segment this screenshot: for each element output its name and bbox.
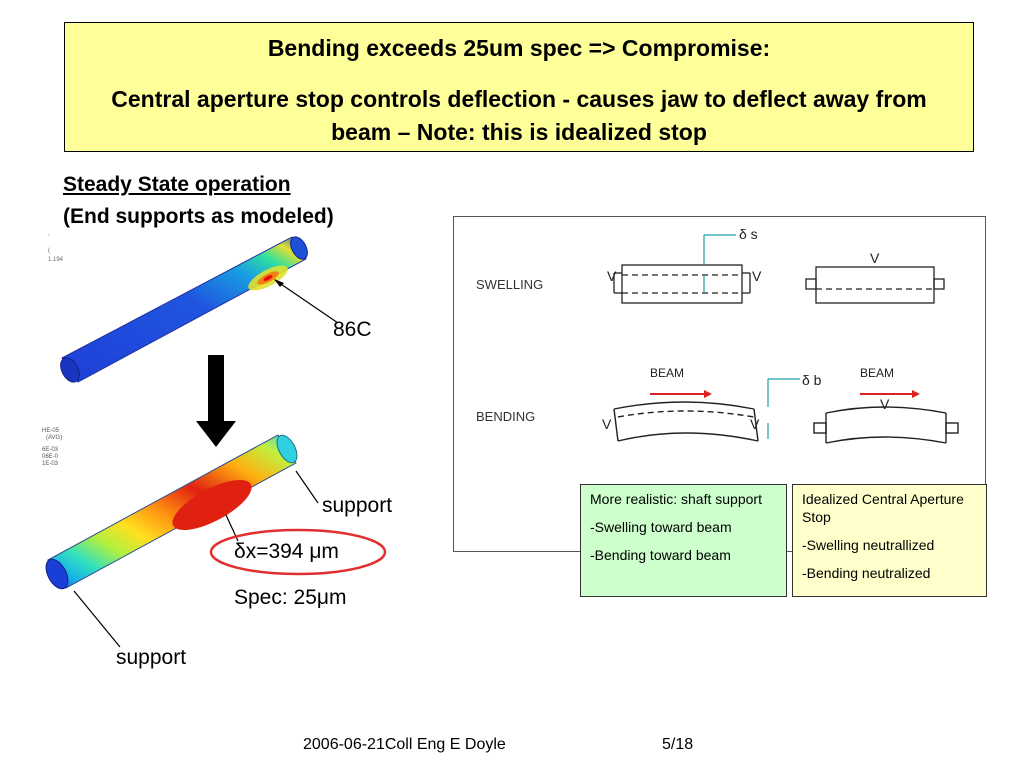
svg-text:,: , bbox=[48, 231, 50, 237]
realistic-support-note: More realistic: shaft support -Swelling … bbox=[580, 484, 787, 597]
footer-page-number: 5/18 bbox=[662, 736, 694, 753]
bending-shaft-right bbox=[813, 406, 959, 444]
swelling-shaft-right bbox=[805, 266, 945, 304]
svg-text:(AVG): (AVG) bbox=[46, 435, 62, 441]
note-right-item-2: -Bending neutralized bbox=[802, 565, 931, 581]
swelling-v-center: V bbox=[870, 250, 880, 266]
beam-label-right: BEAM bbox=[860, 366, 894, 380]
note-left-item-1: -Swelling toward beam bbox=[590, 519, 732, 535]
swelling-shaft-left bbox=[613, 264, 751, 304]
top-temp-pointer bbox=[274, 279, 339, 324]
support-label-bottom: support bbox=[116, 646, 187, 669]
end-supports-subheading: (End supports as modeled) bbox=[63, 205, 334, 228]
swelling-v-left: V bbox=[607, 268, 617, 284]
svg-text:06E-0: 06E-0 bbox=[42, 454, 59, 460]
deflection-value: δx=394 μm bbox=[234, 540, 339, 563]
delta-s-dimension bbox=[703, 234, 736, 293]
top-legend-fragment: , (1.194 bbox=[48, 231, 64, 263]
title-line-2: Central aperture stop controls deflectio… bbox=[111, 86, 927, 145]
title-box: Bending exceeds 25um spec => Compromise:… bbox=[64, 22, 974, 152]
note-left-item-2: -Bending toward beam bbox=[590, 547, 731, 563]
bottom-support-pointer bbox=[73, 590, 121, 648]
bending-shaft-left bbox=[613, 401, 759, 442]
deflection-highlight-ellipse bbox=[209, 528, 387, 576]
footer-date-author: 2006-06-21Coll Eng E Doyle bbox=[303, 736, 506, 753]
top-support-pointer bbox=[295, 470, 319, 504]
svg-text:HE-05: HE-05 bbox=[42, 428, 60, 434]
delta-b-dimension bbox=[767, 378, 800, 439]
title-line-1: Bending exceeds 25um spec => Compromise: bbox=[267, 35, 771, 61]
bending-v-left: V bbox=[602, 416, 612, 432]
top-shaft bbox=[60, 236, 308, 383]
bottom-shaft bbox=[45, 434, 298, 590]
delta-s-label: δ s bbox=[739, 226, 758, 242]
spec-label: Spec: 25μm bbox=[234, 586, 347, 609]
support-label-top: support bbox=[322, 494, 393, 517]
svg-text:(: ( bbox=[48, 248, 50, 254]
idealized-stop-note: Idealized Central Aperture Stop -Swellin… bbox=[792, 484, 987, 597]
svg-text:1.194: 1.194 bbox=[48, 257, 64, 263]
bending-v-center: V bbox=[880, 396, 890, 412]
down-arrow bbox=[196, 355, 236, 447]
temperature-label: 86C bbox=[333, 318, 372, 341]
swelling-label: SWELLING bbox=[476, 277, 543, 292]
bending-v-right: V bbox=[750, 416, 760, 432]
beam-label-left: BEAM bbox=[650, 366, 684, 380]
delta-b-label: δ b bbox=[802, 372, 822, 388]
note-right-title: Idealized Central Aperture Stop bbox=[802, 491, 964, 525]
svg-text:6E-03: 6E-03 bbox=[42, 447, 59, 453]
swelling-v-right: V bbox=[752, 268, 762, 284]
bending-label: BENDING bbox=[476, 409, 535, 424]
deflection-diagram: SWELLING BENDING V V δ s V BEAM bbox=[476, 226, 959, 444]
steady-state-heading: Steady State operation bbox=[63, 173, 291, 196]
note-right-item-1: -Swelling neutrallized bbox=[802, 537, 935, 553]
note-left-title: More realistic: shaft support bbox=[590, 491, 762, 507]
svg-text:1E-03: 1E-03 bbox=[42, 461, 59, 467]
